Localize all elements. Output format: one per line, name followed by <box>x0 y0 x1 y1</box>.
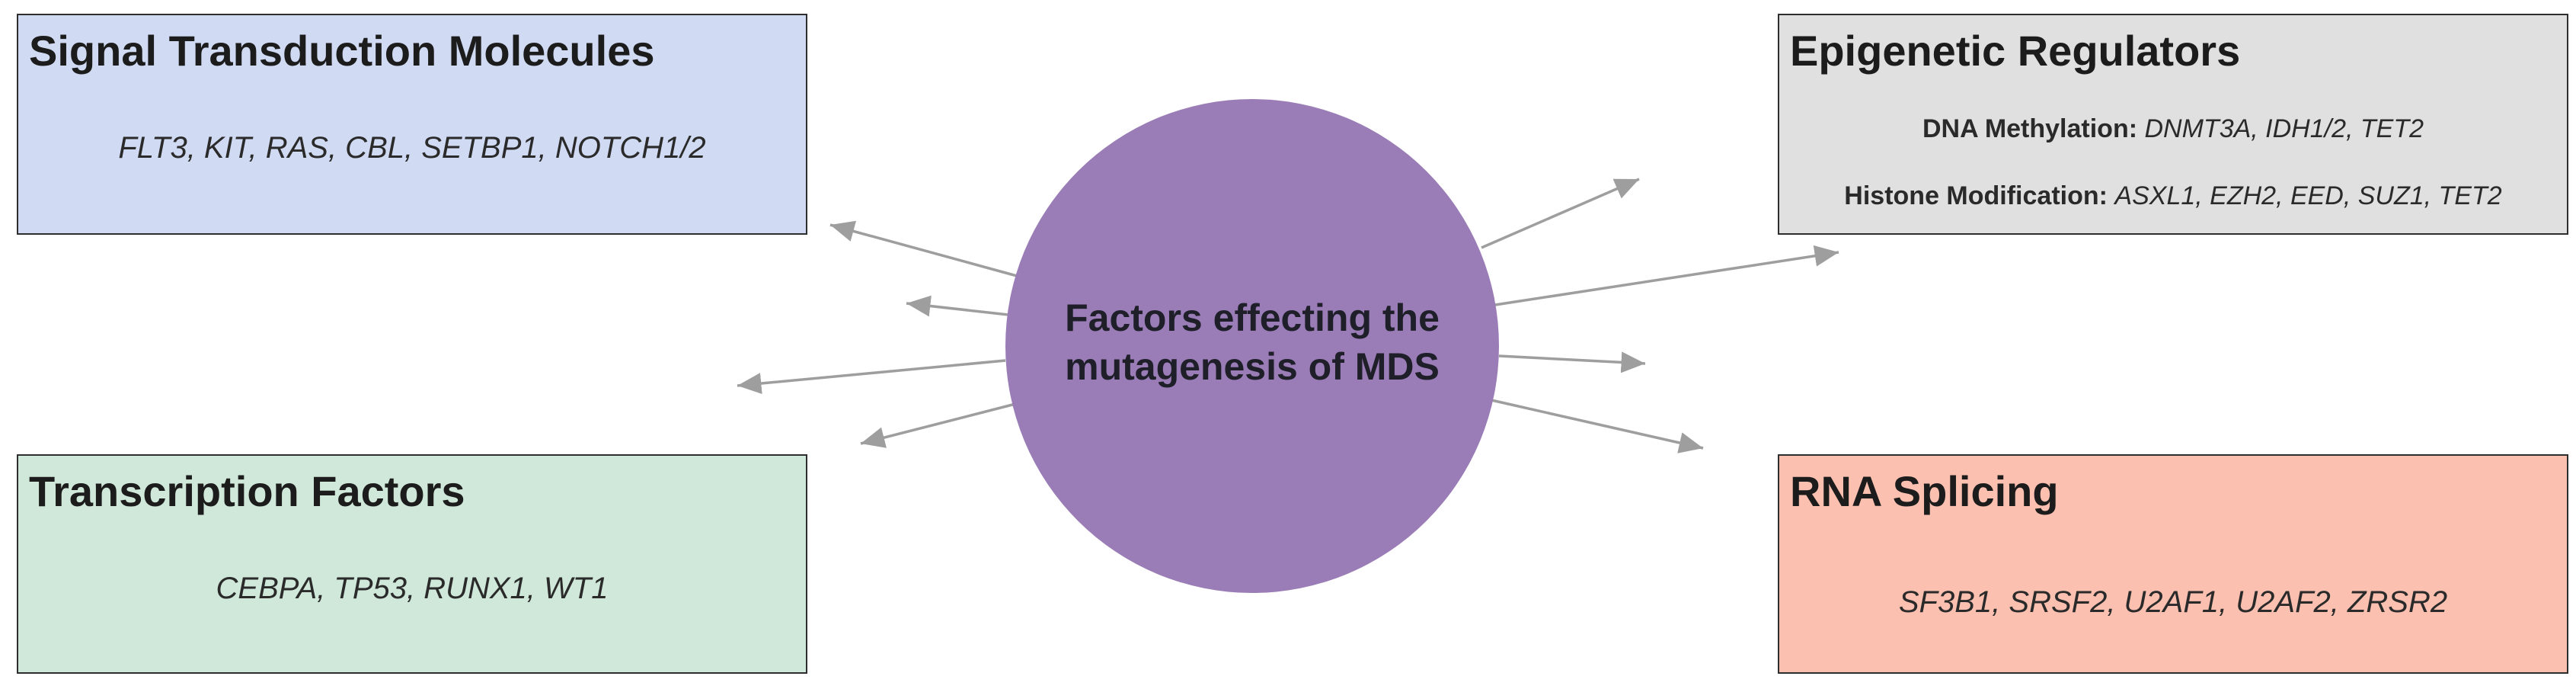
histone-modification-line: Histone Modification: ASXL1, EZH2, EED, … <box>1779 181 2567 211</box>
transcription-factors-box: Transcription Factors CEBPA, TP53, RUNX1… <box>17 454 807 674</box>
arrow-right-2 <box>1494 245 1839 306</box>
dna-methylation-label: DNA Methylation: <box>1922 114 2138 143</box>
histone-modification-label: Histone Modification: <box>1844 181 2108 210</box>
transcription-factors-title: Transcription Factors <box>29 467 465 515</box>
signal-transduction-box: Signal Transduction Molecules FLT3, KIT,… <box>17 14 807 235</box>
dna-methylation-line: DNA Methylation: DNMT3A, IDH1/2, TET2 <box>1779 114 2567 144</box>
dna-methylation-genes: DNMT3A, IDH1/2, TET2 <box>2144 114 2424 143</box>
histone-modification-genes: ASXL1, EZH2, EED, SUZ1, TET2 <box>2114 181 2502 210</box>
transcription-factors-genes: CEBPA, TP53, RUNX1, WT1 <box>216 572 609 605</box>
epigenetic-regulators-title: Epigenetic Regulators <box>1790 27 2241 75</box>
arrow-right-4 <box>1491 399 1704 453</box>
arrow-right-1 <box>1481 178 1640 249</box>
central-factors-circle: Factors effecting the mutagenesis of MDS <box>1005 99 1499 593</box>
arrow-right-3 <box>1498 351 1646 373</box>
arrow-left-2 <box>906 295 1009 317</box>
arrow-left-1 <box>829 220 1018 277</box>
central-factors-label: Factors effecting the mutagenesis of MDS <box>1065 296 1440 388</box>
epigenetic-regulators-box: Epigenetic Regulators DNA Methylation: D… <box>1778 14 2568 235</box>
rna-splicing-title: RNA Splicing <box>1790 467 2059 515</box>
arrow-left-3 <box>737 359 1006 394</box>
rna-splicing-box: RNA Splicing SF3B1, SRSF2, U2AF1, U2AF2,… <box>1778 454 2568 674</box>
signal-transduction-title: Signal Transduction Molecules <box>29 27 655 75</box>
rna-splicing-genes: SF3B1, SRSF2, U2AF1, U2AF2, ZRSR2 <box>1898 585 2448 619</box>
signal-transduction-genes: FLT3, KIT, RAS, CBL, SETBP1, NOTCH1/2 <box>118 131 706 165</box>
arrow-left-4 <box>860 402 1016 448</box>
